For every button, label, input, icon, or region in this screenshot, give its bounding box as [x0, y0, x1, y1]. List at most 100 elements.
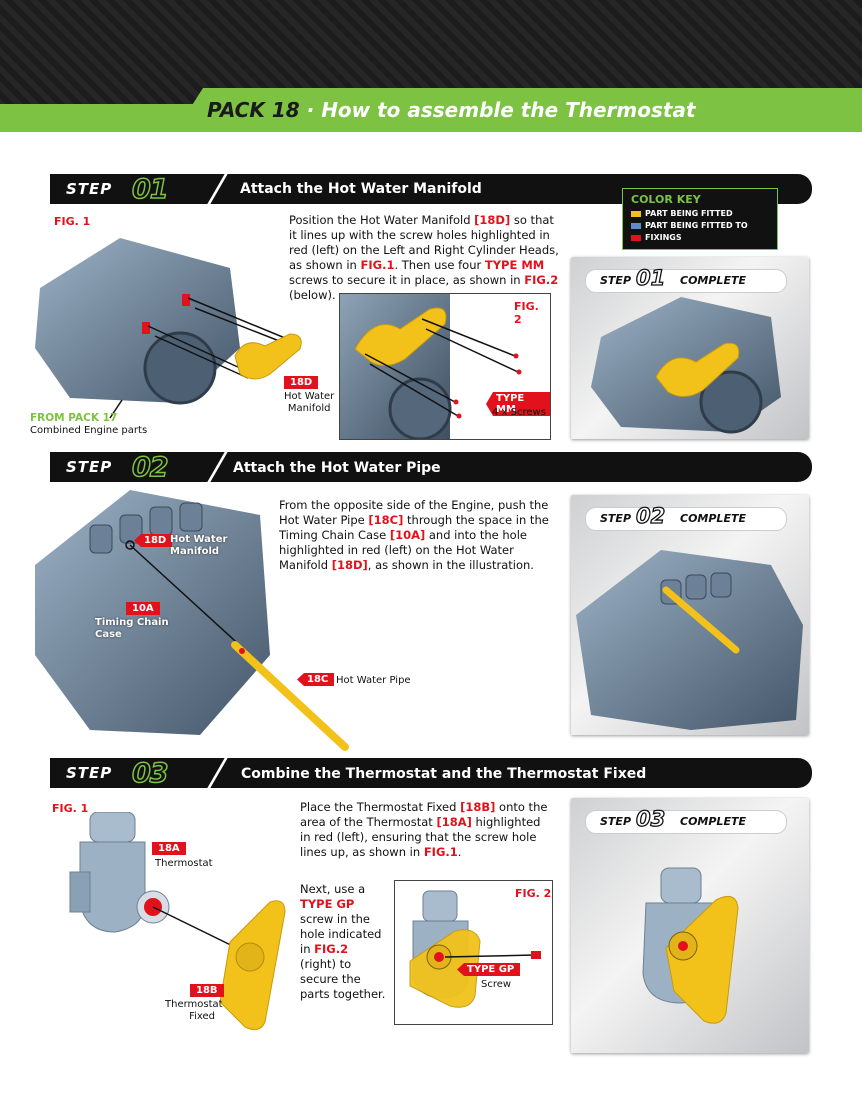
step3-instructions-2: Next, use a TYPE GP screw in the hole in… [300, 882, 386, 1002]
fig-ref: FIG.1 [423, 845, 458, 859]
from-pack-label: FROM PACK 17 [30, 412, 118, 424]
from-pack-sub: Combined Engine parts [30, 425, 148, 436]
badge-complete: COMPLETE [680, 274, 746, 287]
fig-ref: FIG.1 [360, 258, 395, 272]
caption-line: Fixed [189, 1011, 215, 1022]
color-key-label: PART BEING FITTED [645, 209, 733, 218]
screw-quantity: 4 x Screws [492, 407, 546, 418]
text: screw in the hole indicated in [300, 912, 382, 956]
caption-line: Timing Chain [95, 617, 169, 628]
part-tag-18d: 18D [284, 376, 319, 389]
fig-ref: FIG.2 [314, 942, 349, 956]
title-text: How to assemble the Thermostat [321, 98, 696, 122]
text: highlighted in red (left), ensuring that… [300, 815, 541, 859]
part-tag-18c: 18C [297, 673, 335, 686]
step2-complete-illustration [576, 550, 803, 730]
badge-number: 01 [635, 265, 666, 290]
part-tag-18b: 18B [190, 984, 224, 997]
part-ref: [18A] [436, 815, 472, 829]
fig-ref: FIG.2 [524, 273, 559, 287]
caption-line: Manifold [170, 546, 220, 557]
hot-water-manifold-part [234, 333, 302, 380]
step1-logo: STEP 01 [50, 173, 210, 206]
caption-line: Thermostat [165, 999, 223, 1010]
caption-thermostat: Thermostat [155, 858, 213, 869]
color-key-row: PART BEING FITTED TO [631, 221, 748, 230]
text: . Then use four [394, 258, 485, 272]
text: Position the Hot Water Manifold [289, 213, 475, 227]
step2-title: Attach the Hot Water Pipe [233, 460, 441, 476]
step3-fig2-box: FIG. 2 TYPE GP Screw [394, 880, 553, 1025]
step-number: 02 [131, 451, 169, 484]
caption-line: Hot Water [284, 391, 335, 402]
step1-fig1-illustration [35, 238, 302, 419]
text: (right) to secure the parts together. [300, 957, 386, 1001]
fig1-label: FIG. 1 [54, 215, 91, 228]
step1-fig2-illustration [340, 294, 522, 439]
part-ref: [18C] [368, 513, 404, 527]
badge-step: STEP [600, 512, 632, 525]
badge-complete: COMPLETE [680, 512, 746, 525]
color-key: COLOR KEY PART BEING FITTED PART BEING F… [622, 188, 778, 250]
screw-caption: Screw [481, 979, 512, 990]
part-tag-18d: 18D [134, 534, 173, 547]
hot-water-manifold-part [354, 307, 447, 366]
step3-complete-illustration [642, 867, 739, 1024]
flywheel [388, 377, 452, 439]
part-ref: [18D] [331, 558, 368, 572]
pack-number: PACK 18 [207, 98, 300, 122]
step3-instructions-1: Place the Thermostat Fixed [18B] onto th… [300, 800, 550, 860]
step1-complete-illustration [591, 297, 781, 434]
swatch-red [631, 234, 641, 241]
screw-hole-highlight [142, 322, 150, 334]
color-key-row: FIXINGS [631, 233, 682, 242]
flywheel [143, 331, 217, 405]
part-tag-10a: 10A [126, 602, 160, 615]
thermostat-part [89, 812, 136, 843]
step-word: STEP [66, 458, 113, 476]
step3-title: Combine the Thermostat and the Thermosta… [241, 766, 647, 782]
step3-logo: STEP 03 [50, 757, 210, 790]
text: , as shown in the illustration. [367, 558, 534, 572]
step3-fig1-illustration [69, 812, 286, 1031]
part-ref: [18B] [460, 800, 496, 814]
badge-number: 02 [635, 503, 666, 528]
fig2-label: FIG. 2 [515, 887, 552, 900]
badge-step: STEP [600, 274, 632, 287]
step-number: 03 [131, 757, 169, 790]
text: Place the Thermostat Fixed [300, 800, 461, 814]
part-ref: [10A] [389, 528, 426, 542]
caption-line: Case [95, 629, 122, 640]
text: . [457, 845, 462, 859]
badge-step: STEP [600, 815, 632, 828]
text: Next, use a [300, 882, 366, 896]
color-key-row: PART BEING FITTED [631, 209, 733, 218]
caption-hot-water-pipe: Hot Water Pipe [336, 675, 411, 686]
text: screws to secure it in place, as shown i… [289, 273, 525, 287]
step-word: STEP [66, 764, 113, 782]
step2-instructions: From the opposite side of the Engine, pu… [279, 498, 549, 573]
part-ref: [18D] [474, 213, 511, 227]
fig2-label: FIG. 2 [514, 300, 539, 326]
step3-fig2-illustration [409, 890, 541, 1008]
step-number: 01 [131, 173, 169, 206]
screw-ref: TYPE MM [484, 258, 545, 272]
screw-type-tag: TYPE GP [457, 963, 521, 976]
caption-line: Manifold [287, 403, 331, 414]
text: (below). [289, 288, 336, 302]
screw-type-tag: TYPE MM [486, 392, 550, 416]
text: From the opposite side of the Engine, pu… [279, 498, 549, 527]
swatch-yellow [631, 210, 641, 217]
text: so that it lines up with the screw holes… [289, 213, 559, 272]
step2-logo: STEP 02 [50, 451, 210, 484]
step1-fig2-box: FIG. 2 TYPE MM 4 x Screws [339, 293, 551, 440]
step1-instructions: Position the Hot Water Manifold [18D] so… [289, 213, 561, 303]
color-key-label: PART BEING FITTED TO [645, 221, 748, 230]
